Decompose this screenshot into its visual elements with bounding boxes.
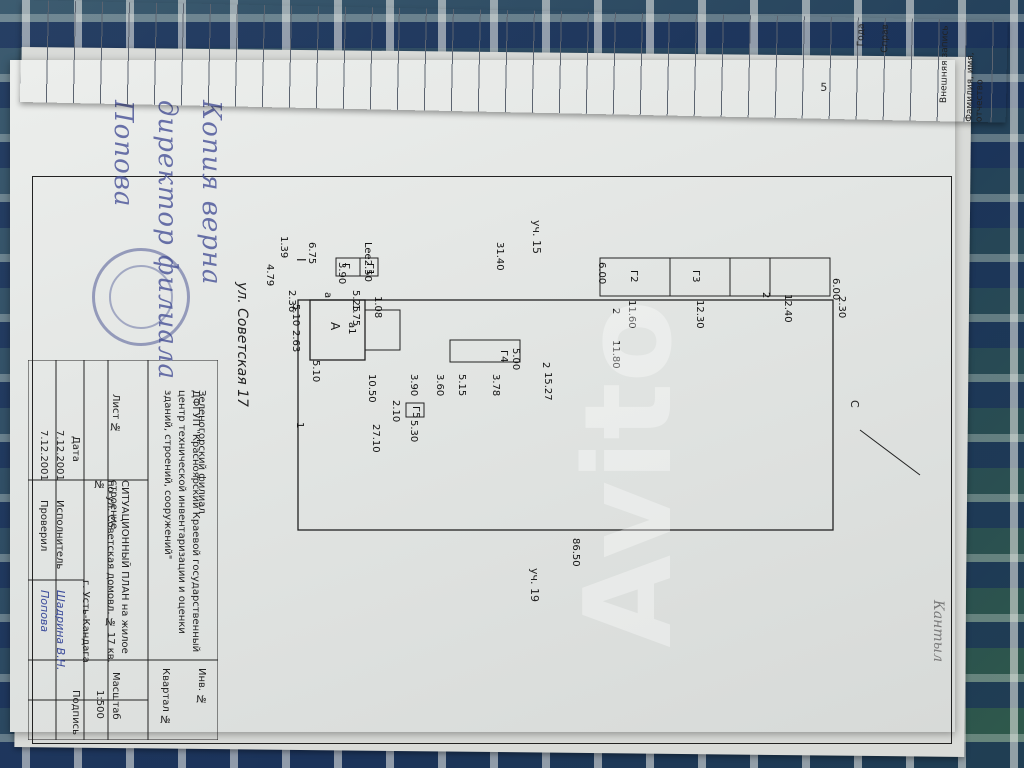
point-label: 2 [610,308,621,315]
dim-label: 1.75 [350,304,361,327]
north-arrow-label: С [848,400,861,408]
dim-label: 1.08 [372,296,383,319]
handwritten-note-line3: Попова [108,100,138,208]
column-header: Справ [880,23,891,53]
column-header: Внешняя запись [939,25,951,104]
room-label: Г3 [690,270,701,283]
dim-label: 3.90 [408,374,419,397]
signature-label: Подпись [70,690,81,735]
address: по ул. Советская домовл. № 17 кв. № [94,480,116,663]
dim-label: 2.30 [836,296,847,319]
dim-label: 5.10 [310,360,321,383]
dim-label: 1.39 [278,236,289,259]
sheet-label: Лист № [110,394,121,434]
dim-label: 5.10 [290,304,301,327]
room-label: I [294,258,308,262]
dim-label: 27.10 [370,424,381,453]
dim-label: 3.90 [336,262,347,285]
date-value: 7.12.2001 [54,430,65,481]
room-label: А [328,322,342,331]
dim-label: 2.36 [286,290,297,313]
house-annex [364,309,401,351]
overlapping-page: Фамилия, имя, отчество Внешняя запись Сп… [19,0,1008,123]
kvartal-label: Квартал № [160,668,171,726]
dim-label: 6.00 [596,262,607,285]
dim-label: 12.40 [782,294,793,323]
point-label: 2 [540,362,551,369]
scale-value: 1:500 [94,690,105,719]
room-label: Г5 [410,406,421,419]
dim-label: 86.50 [570,538,581,567]
dim-label: Lee2.50 [362,242,373,282]
branch-label: Зеленогорский филиал [196,390,207,514]
column-header: Фамилия, имя, отчество [964,52,986,123]
page-number: 5 [820,80,828,94]
dim-label: 11.60 [626,300,637,329]
executor-value: Шадрина В.Н. [54,590,67,671]
dim-label: 5.25 [350,290,361,313]
room-label: Г4 [498,350,509,363]
dim-label: 10.50 [366,374,377,403]
dim-label: 3.60 [434,374,445,397]
date-value: 7.12.2001 [38,430,49,481]
dim-label: 3.78 [490,374,501,397]
drawing-frame [32,176,952,744]
handwritten-note-line2: директор филиала [152,100,182,380]
street-label: ул. Советская 17 [234,282,250,407]
technical-passport-sheet: уч. 15 уч. 19 ул. Советская 17 С 6.75 Le… [10,60,955,744]
executor-label: Исполнитель [54,500,65,570]
outbuilding-g6 [405,402,425,418]
date-label: Дата [70,436,81,462]
building-outbuilding-row [599,257,831,297]
room-label: а [322,292,333,299]
building-g1 [359,257,379,277]
dim-label: 6.75 [306,242,317,265]
dim-label: 2.10 [390,400,401,423]
scale-label: Масштаб [110,672,121,720]
title-block-grid [28,360,218,740]
north-arrow-line [859,429,921,476]
pencil-note: Кантыл [930,600,946,662]
dim-label: 4.79 [264,264,275,287]
inv-label: Инв. № [196,668,207,706]
dim-label: 12.30 [694,300,705,329]
dim-label: 5.15 [456,374,467,397]
room-label: Г1 [364,263,375,276]
column-header: Года [856,23,867,47]
point-label: 2 [760,292,771,299]
room-label: Г2 [628,270,639,283]
point-label: 1 [294,422,305,429]
handwritten-note-line1: Копия верна [196,100,226,286]
dim-label: 5.30 [408,420,419,443]
parcel-boundary [297,299,834,531]
city: г. Усть-Кандага [80,580,91,663]
neighbor-bottom-label: уч. 19 [528,568,541,602]
dim-label: 31.40 [494,242,505,271]
dim-label: 15.27 [542,372,553,401]
dim-label: 11.80 [610,340,621,369]
outbuilding-g5 [449,339,521,363]
dim-label: 2.63 [290,330,301,353]
site-plan-drawing [297,257,921,531]
dim-label: 5.00 [510,348,521,371]
room-label: Г [340,263,351,270]
checked-value: Попова [38,590,51,633]
room-label: а1 [346,322,357,335]
dim-label: 6.00 [830,278,841,301]
official-stamp [92,248,190,346]
org-name: ДФГУП "Красноярский Краевой государствен… [162,390,201,653]
checked-label: Проверил [38,500,49,552]
watermark: Avito [560,300,699,648]
neighbor-top-label: уч. 15 [530,220,543,254]
doc-title: СИТУАЦИОННЫЙ ПЛАН на жилое строение [108,480,130,654]
